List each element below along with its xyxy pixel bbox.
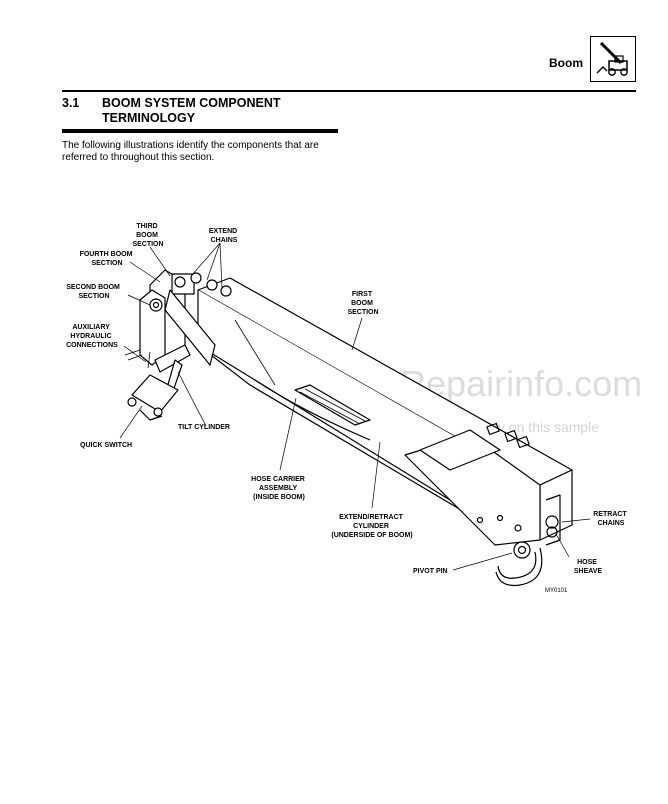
header-rule (62, 90, 636, 92)
section-title: BOOM SYSTEM COMPONENT TERMINOLOGY (102, 96, 281, 125)
label-auxiliary-hydraulic-connections: AUXILIARY HYDRAULIC CONNECTIONS (66, 324, 118, 349)
label-tilt-cylinder: TILT CYLINDER (178, 424, 230, 431)
label-first-boom-section: FIRST BOOM SECTION (347, 291, 378, 316)
label-third-boom-section: THIRD BOOM SECTION (132, 223, 163, 248)
section-number: 3.1 (62, 96, 80, 110)
leader-lines (119, 242, 591, 571)
label-hose-sheave: HOSE SHEAVE (574, 559, 603, 575)
boom-drawing (124, 269, 573, 587)
label-hose-carrier-assembly: HOSE CARRIER ASSEMBLY (INSIDE BOOM) (251, 476, 307, 501)
figure-id: MY0101 (545, 588, 568, 594)
label-retract-chains: RETRACT CHAINS (593, 511, 628, 527)
boom-machine-icon (590, 36, 636, 82)
label-fourth-boom-section: FOURTH BOOM SECTION (80, 251, 135, 267)
label-second-boom-section: SECOND BOOM SECTION (66, 284, 122, 300)
label-extend-chains: EXTEND CHAINS (209, 228, 239, 244)
section-rule (62, 129, 338, 133)
label-pivot-pin: PIVOT PIN (413, 568, 448, 575)
label-quick-switch: QUICK SWITCH (80, 442, 132, 449)
label-extend-retract-cylinder: EXTEND/RETRACT CYLINDER (UNDERSIDE OF BO… (331, 514, 412, 539)
page-header-title: Boom (549, 56, 583, 70)
intro-paragraph: The following illustrations identify the… (62, 140, 319, 163)
